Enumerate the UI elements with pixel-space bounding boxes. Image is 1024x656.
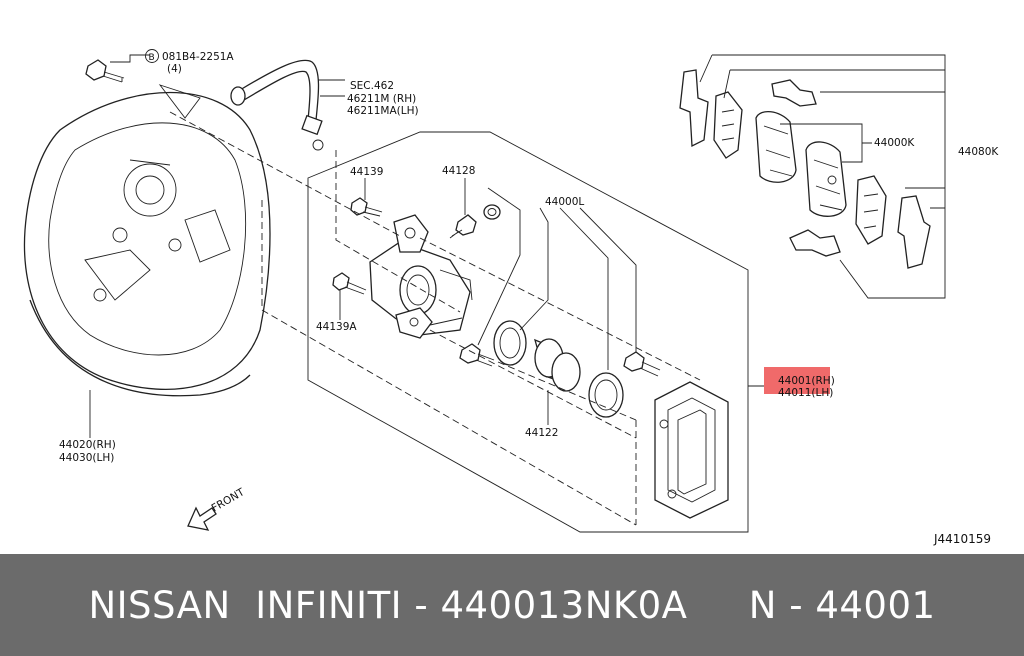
- shim-outer-part[interactable]: [679, 69, 709, 148]
- brake-hose-part[interactable]: [230, 59, 324, 151]
- label-44000K: 44000K: [874, 137, 915, 149]
- bolt-44139A-part[interactable]: [332, 272, 367, 295]
- parts-diagram: B 081B4-2251A (4) SEC.462 46211M (RH) 46…: [23, 49, 1000, 546]
- guide-pin-lower-part[interactable]: [459, 343, 495, 367]
- label-sec: SEC.462: [350, 80, 394, 92]
- label-44139: 44139: [350, 166, 383, 178]
- label-hose-lh: 46211MA(LH): [347, 105, 419, 117]
- shim-inner-part[interactable]: [713, 91, 743, 159]
- piston-44122-part[interactable]: [534, 338, 581, 392]
- dust-shield-part[interactable]: [23, 84, 271, 397]
- label-hose-rh: 46211M (RH): [347, 93, 416, 105]
- label-44020: 44020(RH): [59, 439, 116, 451]
- label-bolt-spec: 081B4-2251A: [162, 51, 234, 63]
- label-44030: 44030(LH): [59, 452, 114, 464]
- clip-upper-part[interactable]: [771, 79, 817, 107]
- boot-ring-part[interactable]: [588, 372, 624, 418]
- label-44080K: 44080K: [958, 146, 999, 158]
- label-44000L: 44000L: [545, 196, 584, 208]
- bolt-44139-part[interactable]: [350, 197, 383, 217]
- label-44128: 44128: [442, 165, 475, 177]
- clip-lower-part[interactable]: [789, 229, 841, 257]
- footer-bar: NISSAN INFINITI - 440013NK0A N - 44001: [0, 554, 1024, 656]
- group-outlines: [89, 54, 946, 533]
- footer-part-number: NISSAN INFINITI - 440013NK0A N - 44001: [88, 583, 936, 627]
- label-front: FRONT: [210, 486, 248, 515]
- caliper-body-part[interactable]: [369, 214, 473, 339]
- label-44001: 44001(RH): [778, 375, 835, 387]
- label-44011: 44011(LH): [778, 387, 833, 399]
- brake-pad-inner-part[interactable]: [805, 141, 847, 217]
- highlight-marker: [764, 367, 830, 394]
- label-bolt-qty: (4): [167, 63, 182, 75]
- label-44139A: 44139A: [316, 321, 357, 333]
- guide-pin-upper-part[interactable]: [623, 351, 661, 377]
- label-44122: 44122: [525, 427, 558, 439]
- caliper-bracket-part[interactable]: [654, 381, 729, 519]
- shim-right-part[interactable]: [855, 175, 887, 245]
- shim-far-right-part[interactable]: [897, 195, 931, 269]
- circle-b-icon: B: [145, 49, 159, 63]
- diagram-code: J4410159: [933, 532, 991, 546]
- shield-bolt-part[interactable]: [85, 59, 125, 83]
- bleeder-44128-part[interactable]: [449, 204, 501, 239]
- seal-ring-part[interactable]: [493, 320, 527, 366]
- brake-pad-outer-part[interactable]: [755, 111, 797, 183]
- front-arrow-icon: [187, 506, 217, 531]
- bolt-circle-letter: B: [149, 53, 155, 63]
